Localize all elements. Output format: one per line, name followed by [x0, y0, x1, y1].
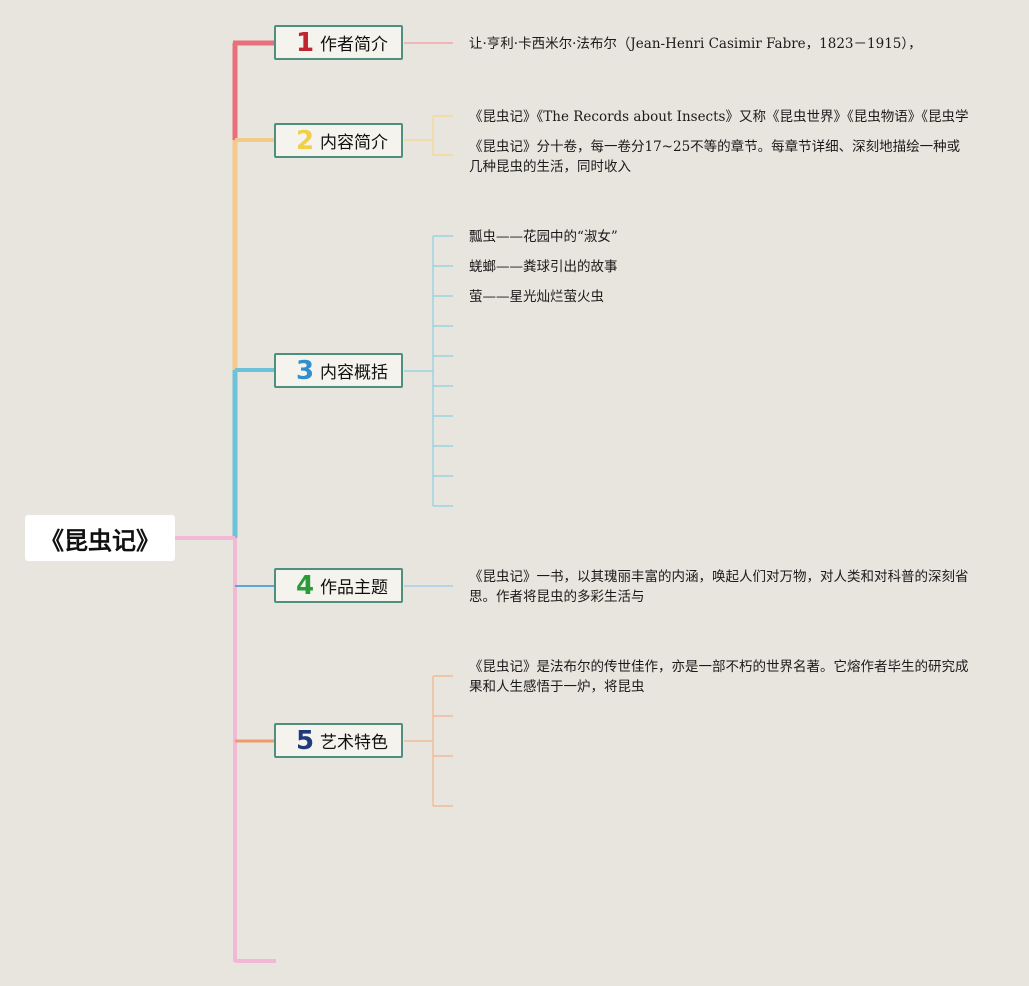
- leaf-2-2[interactable]: 《昆虫记》分十卷，每一卷分17~25不等的章节。每章节详细、深刻地描绘一种或几种…: [469, 139, 961, 175]
- leaf-5-1[interactable]: 《昆虫记》是法布尔的传世佳作，亦是一部不朽的世界名著。它熔作者毕生的研究成果和人…: [469, 659, 969, 695]
- topic-node-5[interactable]: 5 艺术特色: [274, 723, 403, 758]
- root-title: 《昆虫记》: [40, 526, 160, 555]
- leaf-lines-3: [404, 235, 453, 507]
- topic-number-3: 3: [295, 355, 315, 386]
- topic-label-2: 内容简介: [320, 133, 388, 153]
- topic-node-4[interactable]: 4 作品主题: [274, 568, 403, 603]
- topic-number-2: 2: [295, 125, 315, 156]
- topic-label-3: 内容概括: [320, 363, 388, 383]
- leaf-4-1[interactable]: 《昆虫记》一书，以其瑰丽丰富的内涵，唤起人们对万物，对人类和对科普的深刻省思。作…: [469, 569, 969, 605]
- topic-label-5: 艺术特色: [320, 733, 388, 753]
- topic-label-4: 作品主题: [320, 578, 388, 598]
- topic-node-2[interactable]: 2 内容简介: [274, 123, 403, 158]
- leaf-lines-5: [404, 675, 453, 807]
- topic-label-1: 作者简介: [320, 35, 388, 55]
- leaf-3-1[interactable]: 瓢虫——花园中的“淑女”: [469, 229, 618, 245]
- topic-number-1: 1: [295, 27, 315, 58]
- leaf-3-2[interactable]: 蜣螂——粪球引出的故事: [469, 259, 618, 275]
- leaf-1-1[interactable]: 让·亨利·卡西米尔·法布尔（Jean-Henri Casimir Fabre，1…: [469, 36, 922, 52]
- leaf-3-3[interactable]: 萤——星光灿烂萤火虫: [469, 289, 604, 305]
- topic-node-3[interactable]: 3 内容概括: [274, 353, 403, 388]
- leaf-lines-2: [404, 115, 453, 156]
- topic-number-4: 4: [295, 570, 315, 601]
- topic-number-5: 5: [295, 725, 315, 756]
- root-node[interactable]: 《昆虫记》: [25, 515, 175, 561]
- topic-node-1[interactable]: 1 作者简介: [274, 25, 403, 60]
- leaf-2-1[interactable]: 《昆虫记》《The Records about Insects》又称《昆虫世界》…: [469, 109, 969, 125]
